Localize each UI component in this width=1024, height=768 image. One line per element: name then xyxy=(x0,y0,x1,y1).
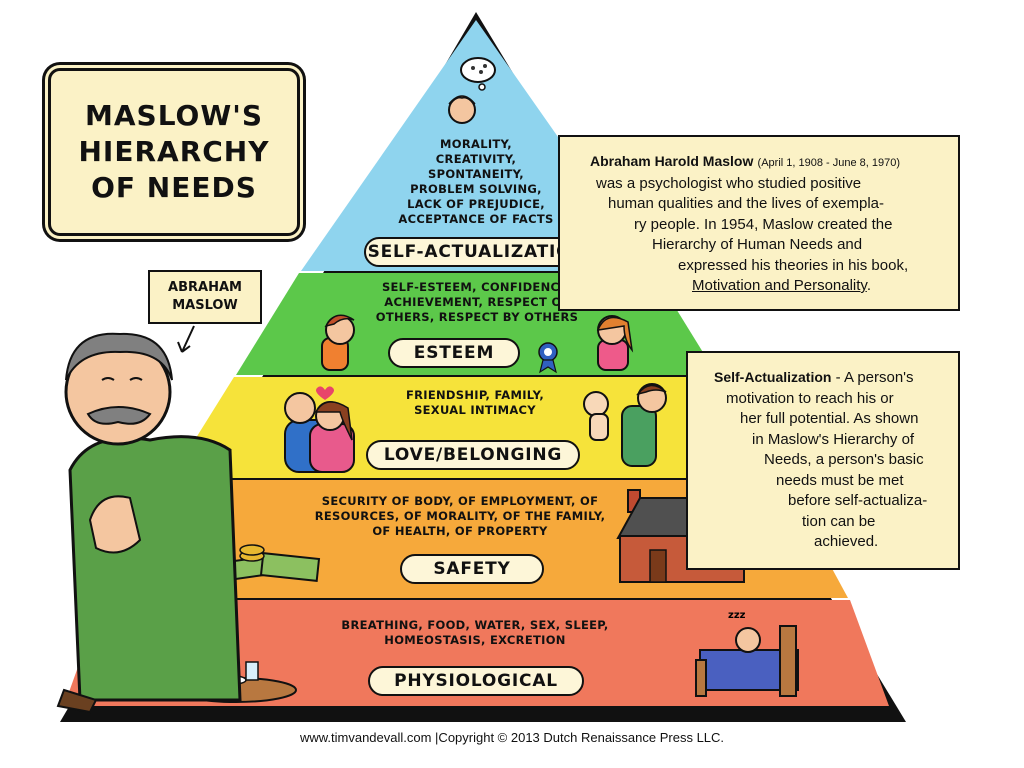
book-title-end: . xyxy=(867,277,871,294)
description-line: OF HEALTH, OF PROPERTY xyxy=(300,524,620,539)
description-line: RESOURCES, OF MORALITY, OF THE FAMILY, xyxy=(300,509,620,524)
description-line: ACCEPTANCE OF FACTS xyxy=(396,212,556,227)
esteem-description: SELF-ESTEEM, CONFIDENCE, ACHIEVEMENT, RE… xyxy=(372,280,582,325)
bio-line: Hierarchy of Human Needs and xyxy=(596,235,946,256)
bio-line: ry people. In 1954, Maslow created the xyxy=(596,215,946,236)
title-box: MASLOW'S HIERARCHY OF NEEDS xyxy=(48,68,300,236)
definition-line: motivation to reach his or xyxy=(714,389,946,410)
definition-line: Needs, a person's basic xyxy=(714,450,946,471)
level-label-safety: SAFETY xyxy=(400,554,544,584)
description-line: LACK OF PREJUDICE, xyxy=(396,197,556,212)
definition-line: tion can be xyxy=(714,512,946,533)
ribbon-icon xyxy=(539,343,557,372)
description-line: SECURITY OF BODY, OF EMPLOYMENT, OF xyxy=(300,494,620,509)
definition-line: needs must be met xyxy=(714,471,946,492)
bio-heading: Abraham Harold Maslow xyxy=(590,153,753,169)
description-line: PROBLEM SOLVING, xyxy=(396,182,556,197)
arrow-icon xyxy=(178,326,194,352)
maslow-bio-box: Abraham Harold Maslow (April 1, 1908 - J… xyxy=(558,135,960,311)
description-line: OTHERS, RESPECT BY OTHERS xyxy=(372,310,582,325)
copyright-footer: www.timvandevall.com |Copyright © 2013 D… xyxy=(0,730,1024,745)
definition-line: before self-actualiza- xyxy=(714,491,946,512)
description-line: SPONTANEITY, xyxy=(396,167,556,182)
definition-line: her full potential. As shown xyxy=(714,409,946,430)
title-line: HIERARCHY xyxy=(78,134,269,170)
description-line: CREATIVITY, xyxy=(396,152,556,167)
self-actualization-description: MORALITY, CREATIVITY, SPONTANEITY, PROBL… xyxy=(396,137,556,227)
level-label-love-belonging: LOVE/BELONGING xyxy=(366,440,580,470)
description-line: SEXUAL INTIMACY xyxy=(380,403,570,418)
bio-line: expressed his theories in his book, xyxy=(596,256,946,277)
definition-line: in Maslow's Hierarchy of xyxy=(714,430,946,451)
title-line: MASLOW'S xyxy=(85,98,263,134)
definition-line: achieved. xyxy=(714,532,946,553)
description-line: BREATHING, FOOD, WATER, SEX, SLEEP, xyxy=(330,618,620,633)
bio-line: human qualities and the lives of exempla… xyxy=(596,194,946,215)
physiological-description: BREATHING, FOOD, WATER, SEX, SLEEP, HOME… xyxy=(330,618,620,648)
description-line: MORALITY, xyxy=(396,137,556,152)
thinking-boy-illustration xyxy=(449,96,475,123)
book-title: Motivation and Personality xyxy=(692,277,867,294)
definition-heading: Self-Actualization xyxy=(714,369,831,385)
bio-line: was a psychologist who studied positive xyxy=(596,174,946,195)
description-line: HOMEOSTASIS, EXCRETION xyxy=(330,633,620,648)
maslow-character-illustration xyxy=(58,334,240,712)
maslow-label: ABRAHAM MASLOW xyxy=(148,270,262,324)
definition-line: - A person's xyxy=(831,369,913,386)
esteem-girl-illustration xyxy=(598,316,632,370)
safety-description: SECURITY OF BODY, OF EMPLOYMENT, OF RESO… xyxy=(300,494,620,539)
level-label-self-actualization: SELF-ACTUALIZATION xyxy=(364,237,590,267)
love-belonging-description: FRIENDSHIP, FAMILY, SEXUAL INTIMACY xyxy=(380,388,570,418)
description-line: ACHIEVEMENT, RESPECT OF xyxy=(372,295,582,310)
bio-dates: (April 1, 1908 - June 8, 1970) xyxy=(758,157,900,169)
maslow-label-line: MASLOW xyxy=(172,297,238,315)
title-line: OF NEEDS xyxy=(91,170,257,206)
level-label-esteem: ESTEEM xyxy=(388,338,520,368)
description-line: FRIENDSHIP, FAMILY, xyxy=(380,388,570,403)
svg-text:zzz: zzz xyxy=(728,610,746,621)
description-line: SELF-ESTEEM, CONFIDENCE, xyxy=(372,280,582,295)
level-label-physiological: PHYSIOLOGICAL xyxy=(368,666,584,696)
self-actualization-definition-box: Self-Actualization - A person's motivati… xyxy=(686,351,960,570)
maslow-label-line: ABRAHAM xyxy=(168,279,242,297)
